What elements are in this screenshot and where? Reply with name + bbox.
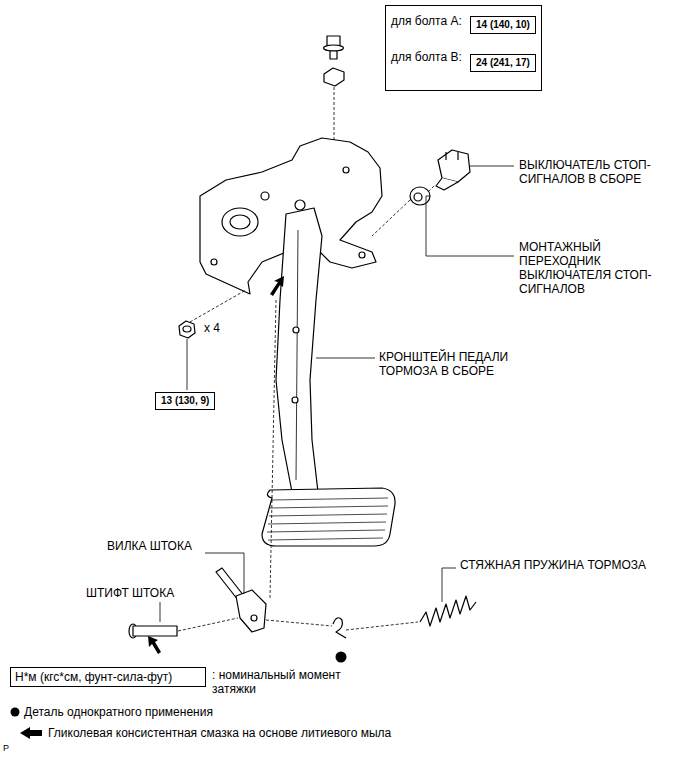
- legend-dot-sample: [11, 708, 20, 717]
- box-text: для болта A:: [391, 14, 463, 28]
- torque-table-box: для болта A: для болта B: 14 (140, 10) 24 (…: [385, 5, 542, 91]
- part-label: СТЯЖНАЯ ПРУЖИНА ТОРМОЗА: [460, 558, 685, 572]
- clip: [333, 618, 346, 638]
- torque-value-box: 14 (140, 10): [470, 16, 536, 34]
- pin-body: [133, 626, 177, 636]
- bolt-flange: [324, 45, 344, 51]
- arm-hole: [293, 327, 299, 333]
- legend-text: Деталь однократного применения: [24, 705, 344, 719]
- torque-value-box: 13 (130, 9): [155, 392, 215, 410]
- legend-text: : номинальный момент затяжки: [212, 668, 362, 696]
- arm-hole: [292, 397, 298, 403]
- box-text: 13 (130, 9): [161, 395, 209, 407]
- box-text: 14 (140, 10): [476, 19, 530, 31]
- box-text: 24 (241, 17): [476, 57, 530, 69]
- legend-arrow-sample: [20, 727, 42, 739]
- clip-nut: [324, 68, 344, 86]
- nut: [183, 326, 191, 332]
- legend-unit-box: Н*м (кгс*см, фунт-сила-фут): [10, 667, 206, 687]
- bracket-hole: [222, 208, 258, 236]
- return-spring: [420, 596, 476, 626]
- pad-texture: [267, 498, 388, 540]
- bracket-hole: [230, 215, 250, 229]
- part-label: МОНТАЖНЫЙ ПЕРЕХОДНИК ВЫКЛЮЧАТЕЛЯ СТОП-СИ…: [519, 240, 669, 296]
- stop-light-switch: [438, 150, 470, 182]
- clevis: [236, 590, 266, 632]
- part-label: ВЫКЛЮЧАТЕЛЬ СТОП-СИГНАЛОВ В СБОРЕ: [519, 158, 669, 186]
- arm-rib: [296, 230, 298, 480]
- quantity-label: x 4: [204, 321, 244, 335]
- pedal-arm: [276, 208, 322, 492]
- switch-pin: [445, 152, 446, 160]
- bracket-hole: [261, 192, 269, 200]
- switch-thread: [436, 178, 458, 190]
- switch-adapter: [414, 193, 422, 201]
- bolt-shank: [330, 51, 337, 59]
- nut: [179, 321, 195, 338]
- legend-text: Гликолевая консистентная смазка на основ…: [48, 726, 468, 740]
- grease-arrow: [148, 636, 161, 654]
- single-use-mark: [336, 652, 347, 663]
- grease-arrow: [270, 276, 284, 296]
- part-label: КРОНШТЕЙН ПЕДАЛИ ТОРМОЗА В СБОРЕ: [379, 350, 539, 378]
- pedal-pad: [262, 488, 395, 546]
- box-text: для болта B:: [391, 50, 463, 64]
- bracket-hole: [359, 252, 365, 258]
- switch-pin: [457, 152, 458, 160]
- pivot: [295, 200, 305, 210]
- torque-value-box: 24 (241, 17): [470, 54, 536, 72]
- bracket-hole: [343, 167, 349, 173]
- clevis-hole: [251, 615, 257, 621]
- box-text: Н*м (кгс*см, фунт-сила-фут): [15, 670, 201, 684]
- part-label: ВИЛКА ШТОКА: [107, 539, 217, 553]
- figure-mark: P: [3, 743, 23, 754]
- part-label: ШТИФТ ШТОКА: [86, 586, 216, 600]
- bracket-hole: [211, 259, 217, 265]
